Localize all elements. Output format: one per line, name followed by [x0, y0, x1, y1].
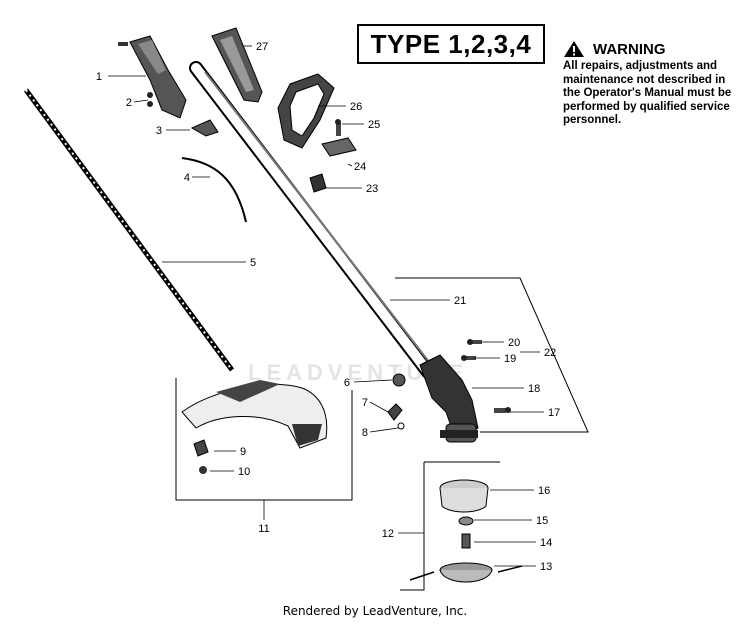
callout-6: 6	[344, 377, 350, 389]
shaft-part-21	[189, 61, 435, 379]
footer-credit: Rendered by LeadVenture, Inc.	[282, 604, 468, 618]
screw-part-20	[467, 339, 482, 345]
callout-14: 14	[540, 537, 552, 549]
callout-13: 13	[540, 561, 552, 573]
clip-part-7	[387, 403, 403, 421]
callout-9: 9	[240, 446, 246, 458]
callout-2: 2	[126, 97, 132, 109]
trigger-part-3	[190, 119, 219, 137]
callout-22: 22	[544, 347, 556, 359]
callout-4: 4	[184, 172, 190, 184]
callout-3: 3	[156, 125, 162, 137]
callout-7: 7	[362, 397, 368, 409]
screws-part-2	[147, 92, 153, 107]
callout-8: 8	[362, 427, 368, 439]
knob-part-23	[309, 173, 327, 193]
callout-18: 18	[528, 383, 540, 395]
spring-part-8	[397, 422, 405, 430]
type-label: TYPE 1,2,3,4	[357, 24, 545, 64]
screw-part-19	[461, 355, 476, 361]
warning-title: WARNING	[593, 40, 666, 58]
callout-5: 5	[250, 257, 256, 269]
callout-27: 27	[256, 41, 268, 53]
washer-part-15	[458, 516, 474, 526]
warning-triangle-icon	[564, 41, 584, 57]
screw-part-17	[494, 407, 511, 413]
guard-part-11	[181, 380, 328, 449]
drive-cable-part-5	[23, 88, 235, 372]
callout-21: 21	[454, 295, 466, 307]
callout-24: 24	[354, 161, 366, 173]
callout-20: 20	[508, 337, 520, 349]
callout-15: 15	[536, 515, 548, 527]
clip-part-9	[193, 439, 209, 457]
handle-cover-part-27	[211, 27, 263, 103]
callout-23: 23	[366, 183, 378, 195]
spool-part-13	[409, 562, 523, 583]
bracket-22	[395, 277, 589, 433]
callout-17: 17	[548, 407, 560, 419]
callout-16: 16	[538, 485, 550, 497]
spool-cover-part-16	[439, 479, 489, 513]
throttle-cable-part-4	[181, 157, 247, 223]
callout-11: 11	[258, 523, 269, 535]
assist-handle-part-26	[277, 73, 335, 149]
callout-1: 1	[96, 71, 102, 83]
callout-19: 19	[504, 353, 516, 365]
callout-12: 12	[382, 528, 394, 540]
spring-part-14	[461, 533, 471, 549]
bracket-12	[400, 462, 425, 591]
callout-10: 10	[238, 466, 250, 478]
warning-text: All repairs, adjustments and maintenance…	[563, 60, 732, 126]
callout-26: 26	[350, 101, 362, 113]
warning-panel: WARNING All repairs, adjustments and mai…	[563, 40, 743, 128]
callout-25: 25	[368, 119, 380, 131]
gear-head-part-18	[419, 354, 479, 443]
nut-part-6	[392, 373, 406, 387]
bracket-part-24	[321, 137, 357, 157]
bolt-part-25	[335, 119, 341, 136]
screw-part-10	[199, 466, 207, 474]
handle-part-1	[118, 35, 187, 119]
